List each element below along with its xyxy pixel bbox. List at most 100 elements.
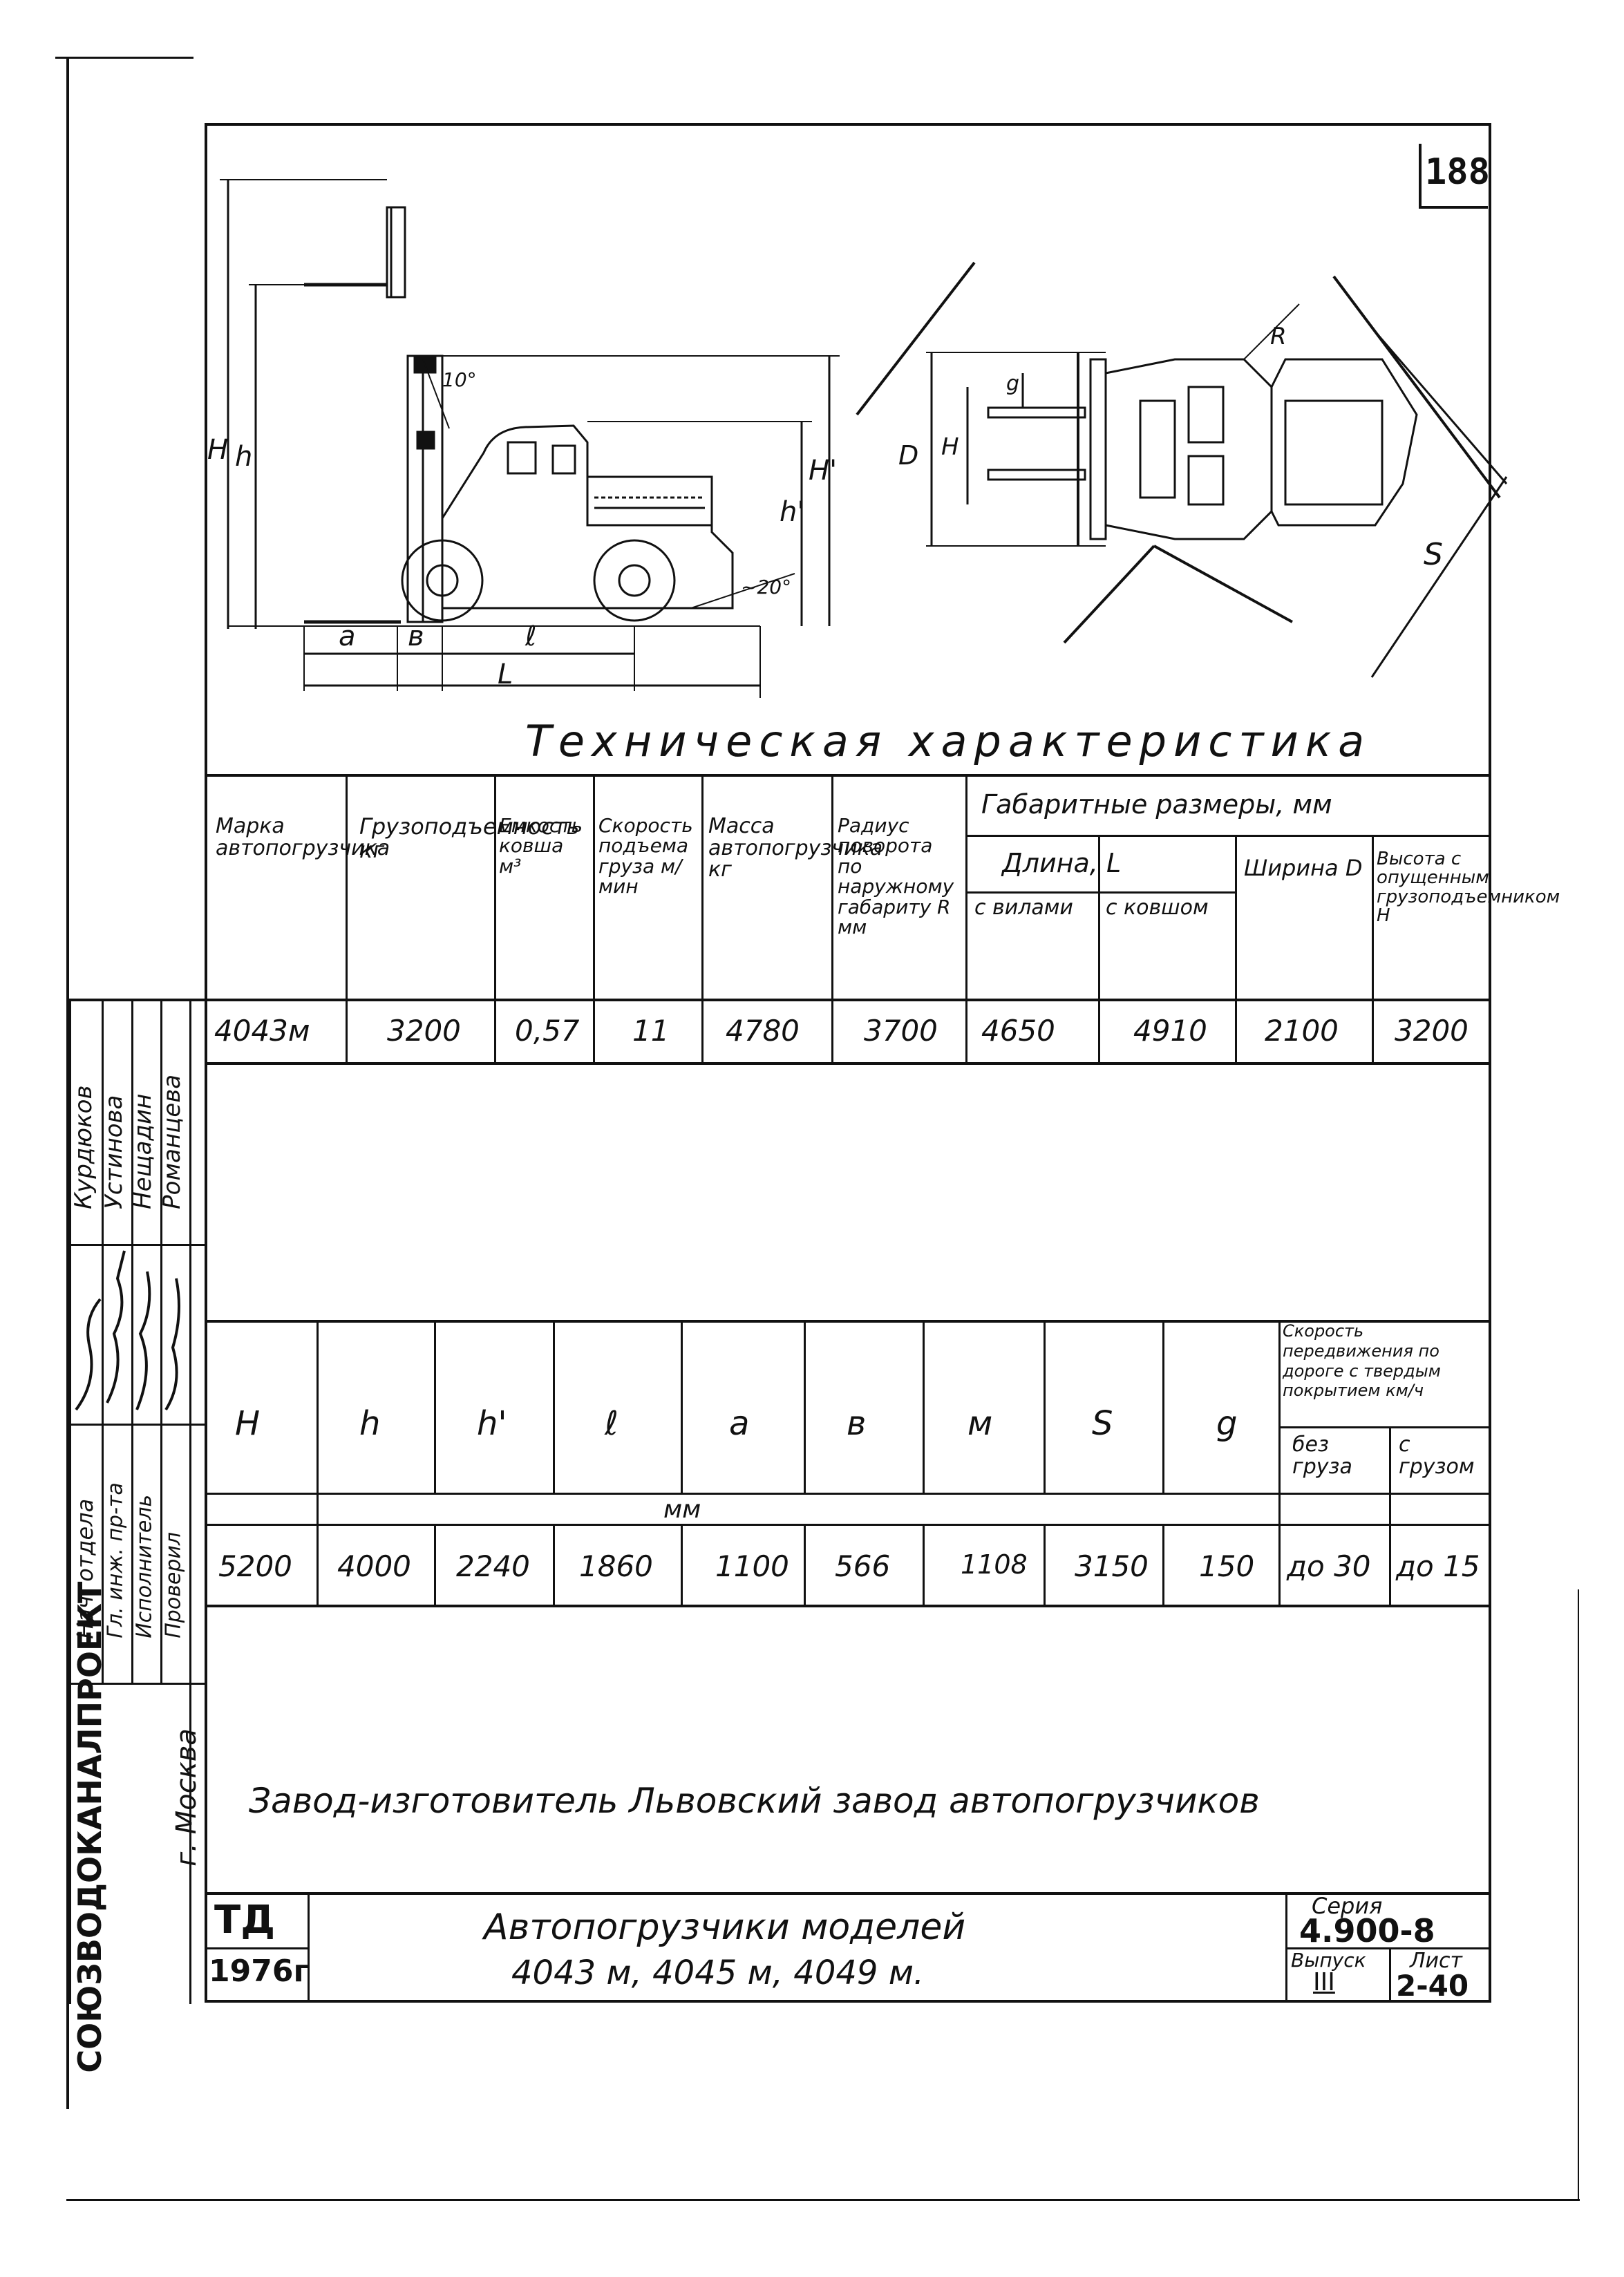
- stamp-org: СОЮЗВОДОКАНАЛПРОЕКТ: [70, 1581, 108, 2073]
- t2-unit-top: [205, 1493, 1491, 1495]
- td-bucket: 0,57: [515, 1014, 580, 1048]
- dim-H-top-label: H: [941, 433, 959, 461]
- t2-h-g: g: [1216, 1404, 1238, 1443]
- tb-h1: [205, 1947, 308, 1949]
- th-dims-group: Габаритные размеры, мм: [981, 789, 1332, 820]
- t2-v2: [434, 1320, 436, 1493]
- td-len-forks: 4650: [981, 1014, 1055, 1048]
- title-line1: Автопогрузчики моделей: [484, 1907, 966, 1948]
- t2-v-g: 150: [1199, 1549, 1255, 1583]
- title-line2: 4043 м, 4045 м, 4049 м.: [511, 1954, 925, 1992]
- t2-speed-header: Скорость передвижения по дороге с тверды…: [1283, 1321, 1441, 1401]
- tb-h2: [1285, 1947, 1491, 1949]
- t2-v6b: [923, 1524, 925, 1607]
- angle-bottom-label: ~20°: [741, 576, 792, 598]
- th-len-forks: с вилами: [974, 896, 1073, 920]
- th-lift-speed: Скорость подъема груза м/мин: [598, 814, 693, 898]
- frame-bottom-line: [66, 2199, 1580, 2201]
- t2-unit-bot: [205, 1524, 1491, 1526]
- dim-l-label: ℓ: [525, 621, 537, 652]
- t2-h-l: ℓ: [605, 1404, 619, 1443]
- stamp-v-e: [189, 999, 191, 2004]
- th-radius: Радиус поворота по наружному габариту R …: [838, 814, 954, 938]
- t2-speed-h: [1278, 1426, 1491, 1428]
- th-len-bucket: с ковшом: [1106, 896, 1209, 920]
- stamp-role-4: Проверил: [161, 1531, 186, 1638]
- t2-v4: [681, 1320, 683, 1493]
- td-model: 4043м: [214, 1014, 310, 1048]
- tb-v1: [308, 1892, 310, 2003]
- t2-v-h: 4000: [337, 1549, 411, 1583]
- stamp-v-c: [131, 999, 133, 1683]
- th-width: Ширина D: [1244, 855, 1363, 881]
- issue-value: III: [1313, 1968, 1335, 1996]
- t2-speed-no-load: без груза: [1292, 1433, 1352, 1479]
- stamp-h4: [69, 1683, 205, 1685]
- t1-v6: [965, 774, 967, 1064]
- t2-v-hprime: 2240: [456, 1549, 530, 1583]
- t1-bot: [205, 1062, 1491, 1065]
- t1-v4: [701, 774, 704, 1064]
- td-lift-speed: 11: [632, 1014, 670, 1048]
- t2-speed-load: с грузом: [1399, 1433, 1475, 1479]
- angle-top-label: 10°: [442, 368, 477, 391]
- tb-top: [205, 1892, 1491, 1895]
- t2-h-H: H: [235, 1404, 261, 1443]
- dim-h-label: h: [235, 441, 253, 473]
- dim-L-label: L: [498, 659, 513, 690]
- stamp-name-3: Нещадин: [129, 1093, 158, 1209]
- t1-v8: [1235, 835, 1237, 1064]
- t2-unit: мм: [663, 1495, 701, 1524]
- stamp-role-2: Гл. инж. пр-та: [103, 1482, 128, 1638]
- sheet-number: 188: [1425, 151, 1490, 193]
- th-length-group: Длина, L: [1002, 848, 1122, 878]
- stamp-name-2: Устинова: [100, 1095, 129, 1209]
- th-model: Марка автопогрузчика: [216, 814, 390, 860]
- t2-v-b: 566: [835, 1549, 891, 1583]
- dim-h-prime-label: h': [780, 496, 805, 528]
- dim-D-label: D: [898, 440, 919, 471]
- stamp-h3: [69, 1424, 205, 1426]
- td-mass: 4780: [726, 1014, 800, 1048]
- t2-v-a: 1100: [715, 1549, 789, 1583]
- dim-b-label: в: [408, 621, 424, 652]
- stamp-h2: [69, 1244, 205, 1246]
- dim-S-label: S: [1424, 537, 1443, 572]
- t2-h-h: h: [359, 1404, 381, 1443]
- t2-top: [205, 1320, 1491, 1323]
- sheet-number-box: [1419, 144, 1488, 209]
- t1-v5: [831, 774, 833, 1064]
- t2-v-speed-no-load: до 30: [1287, 1549, 1371, 1583]
- issue-label: Выпуск: [1291, 1949, 1366, 1972]
- frame-top-short: [55, 57, 193, 59]
- th-height: Высота с опущенным грузоподъемником H: [1377, 849, 1560, 926]
- td-radius: 3700: [864, 1014, 938, 1048]
- t2-v9: [1278, 1320, 1281, 1607]
- t1-mid: [205, 999, 1491, 1001]
- title-year: 1976г: [209, 1954, 310, 1989]
- t2-v8: [1162, 1320, 1164, 1493]
- t2-h-b: в: [847, 1404, 867, 1443]
- tb-v3: [1389, 1947, 1391, 2003]
- stamp-name-1: Курдюков: [70, 1085, 98, 1209]
- sheet-label: Лист: [1410, 1949, 1463, 1973]
- stamp-h1: [69, 999, 205, 1001]
- dim-H-label: H: [207, 434, 229, 466]
- t2-v1: [317, 1320, 319, 1607]
- t2-v-m: 1108: [961, 1549, 1028, 1580]
- td-len-bucket: 4910: [1133, 1014, 1207, 1048]
- t2-h-hprime: h': [477, 1404, 507, 1443]
- sheet-value: 2-40: [1396, 1969, 1469, 2003]
- stamp-v-b: [102, 999, 104, 1683]
- t2-bot: [205, 1605, 1491, 1607]
- t1-v3: [593, 774, 595, 1064]
- t1-top: [205, 774, 1491, 777]
- t2-v7b: [1044, 1524, 1046, 1607]
- t2-v5b: [804, 1524, 806, 1607]
- t2-v4b: [681, 1524, 683, 1607]
- t2-v-H: 5200: [218, 1549, 292, 1583]
- t1-v2: [494, 774, 496, 1064]
- t2-v-l: 1860: [579, 1549, 653, 1583]
- th-capacity: Грузоподъемность кг: [359, 813, 580, 863]
- td-height: 3200: [1395, 1014, 1469, 1048]
